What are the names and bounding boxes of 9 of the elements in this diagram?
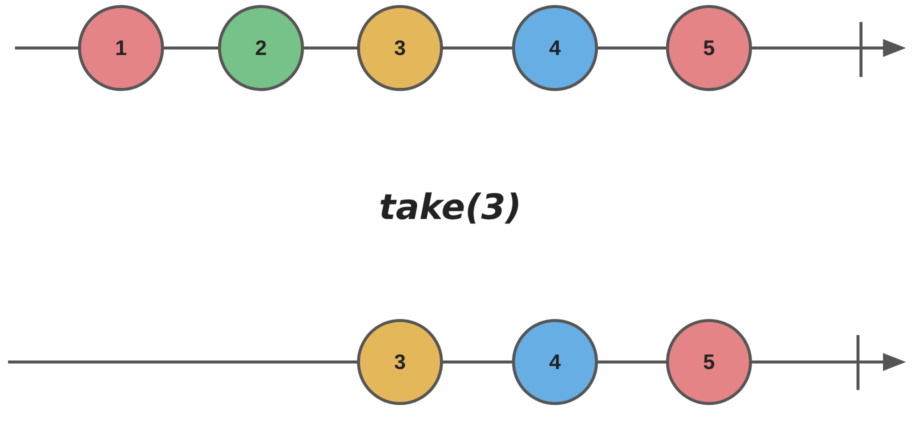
marble-value: 3 [394,38,406,58]
marble-value: 1 [115,38,127,58]
marble-value: 3 [394,352,406,372]
operator-label: take(3) [379,188,522,228]
marble-value: 2 [255,38,267,58]
marble-value: 5 [703,352,715,372]
marble-value: 5 [703,38,715,58]
marble-value: 4 [549,38,561,58]
marble-value: 4 [549,352,561,372]
